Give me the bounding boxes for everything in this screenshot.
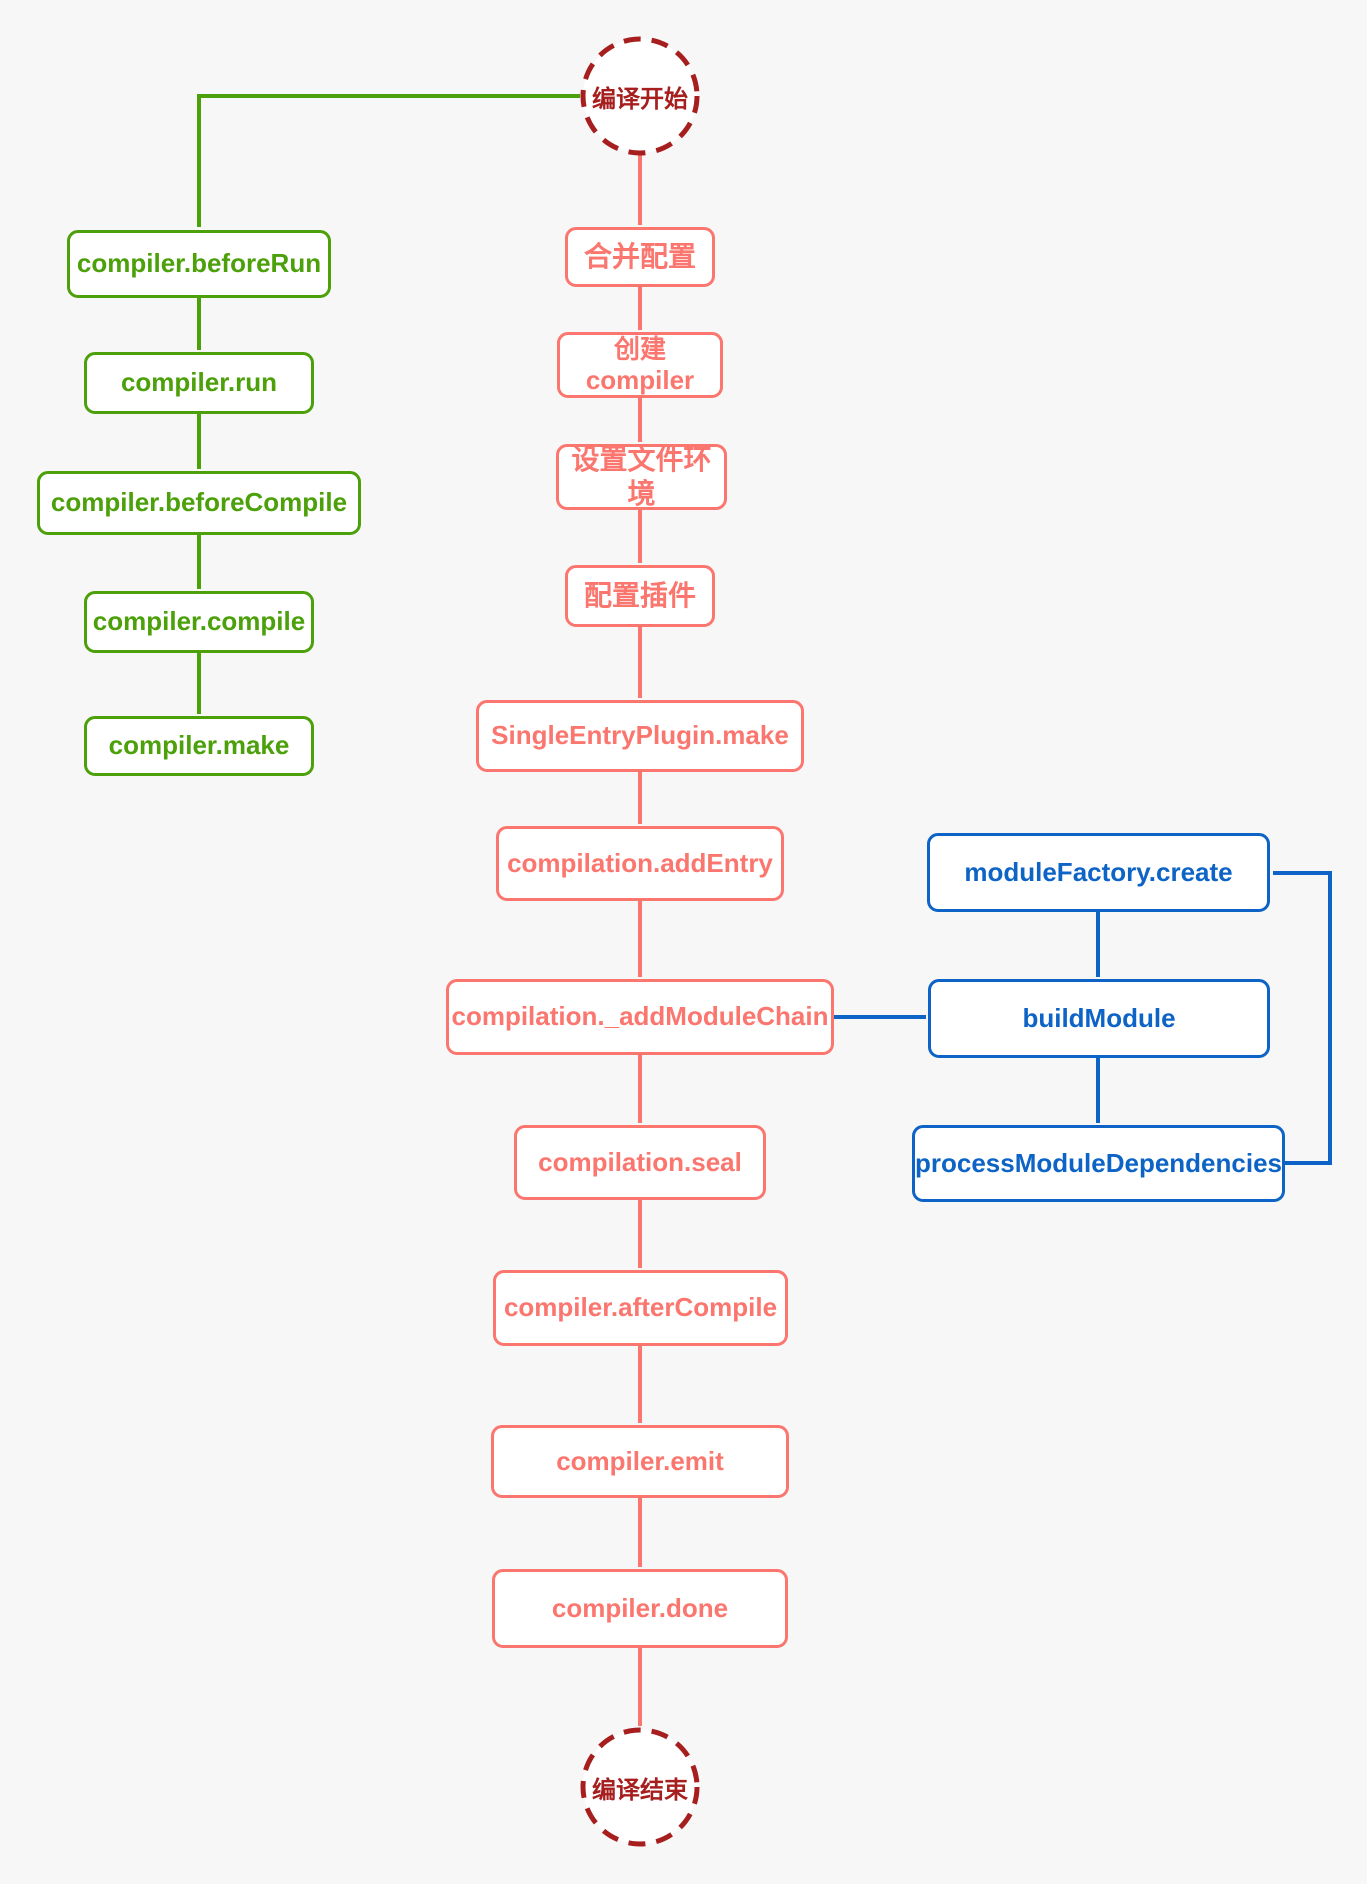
node-compiler-emit: compiler.emit: [491, 1425, 789, 1498]
node-compiler-aftercompile: compiler.afterCompile: [493, 1270, 788, 1346]
start-node-label: 编译开始: [592, 85, 688, 113]
end-node-label: 编译结束: [592, 1776, 688, 1804]
node-buildmodule: buildModule: [928, 979, 1270, 1058]
arrow-processdeps-loop-to-modulefactory: [1273, 871, 1332, 1165]
node-set-file-environment: 设置文件环境: [556, 444, 727, 510]
node-modulefactory-create: moduleFactory.create: [927, 833, 1270, 912]
end-node-ring: [580, 1727, 700, 1847]
end-node: 编译结束: [578, 1725, 702, 1849]
start-node-ring: [580, 36, 700, 156]
start-node: 编译开始: [578, 34, 702, 158]
node-merge-config: 合并配置: [565, 227, 715, 287]
arrow-start-to-beforerun: [197, 94, 580, 227]
node-compilation-seal: compilation.seal: [514, 1125, 766, 1200]
node-config-plugins: 配置插件: [565, 565, 715, 627]
node-compilation-addmodulechain: compilation._addModuleChain: [446, 979, 834, 1055]
node-compilation-addentry: compilation.addEntry: [496, 826, 784, 901]
node-singleentryplugin-make: SingleEntryPlugin.make: [476, 700, 804, 772]
node-compiler-make: compiler.make: [84, 716, 314, 776]
node-compiler-beforerun: compiler.beforeRun: [67, 230, 331, 298]
node-compiler-run: compiler.run: [84, 352, 314, 414]
node-compiler-done: compiler.done: [492, 1569, 788, 1648]
node-compiler-compile: compiler.compile: [84, 591, 314, 653]
node-compiler-beforecompile: compiler.beforeCompile: [37, 471, 361, 535]
node-processmoduledependencies: processModuleDependencies: [912, 1125, 1285, 1202]
node-create-compiler: 创建 compiler: [557, 332, 723, 398]
